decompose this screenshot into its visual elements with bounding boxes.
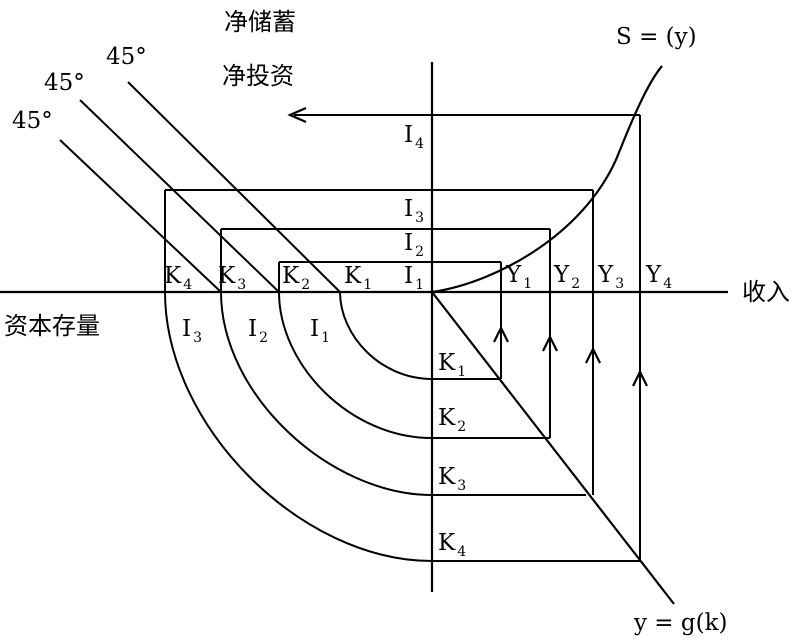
leftward-arrow-head bbox=[287, 106, 307, 124]
net-investment-label: 净投资 bbox=[222, 62, 294, 90]
transfer-arc-4 bbox=[164, 291, 433, 562]
angle-label-1: 45° bbox=[106, 44, 147, 70]
production-function-label: y = g(k) bbox=[633, 610, 728, 636]
up-arrow-head-3 bbox=[585, 346, 601, 364]
flow-arrows bbox=[287, 106, 648, 387]
capital-stock-axis-label: 资本存量 bbox=[4, 312, 100, 340]
up-arrow-head-4 bbox=[632, 369, 648, 387]
savings-function-label: S = (y) bbox=[616, 24, 697, 50]
transfer-arc-1 bbox=[339, 291, 433, 380]
production-function-line bbox=[431, 291, 675, 605]
angle-label-3: 45° bbox=[12, 108, 53, 134]
angle-line-3 bbox=[59, 139, 222, 293]
income-axis-label: 收入 bbox=[742, 278, 790, 306]
up-arrow-head-1 bbox=[493, 325, 509, 343]
angle-line-2 bbox=[79, 99, 280, 293]
angle-label-2: 45° bbox=[44, 70, 85, 96]
diagram-lines bbox=[0, 62, 728, 605]
net-saving-label: 净储蓄 bbox=[224, 8, 296, 36]
savings-function-curve bbox=[431, 65, 663, 294]
angle-line-1 bbox=[127, 81, 341, 293]
up-arrow-head-2 bbox=[542, 334, 558, 352]
transfer-arc-3 bbox=[220, 291, 433, 496]
transfer-arc-2 bbox=[278, 291, 433, 439]
